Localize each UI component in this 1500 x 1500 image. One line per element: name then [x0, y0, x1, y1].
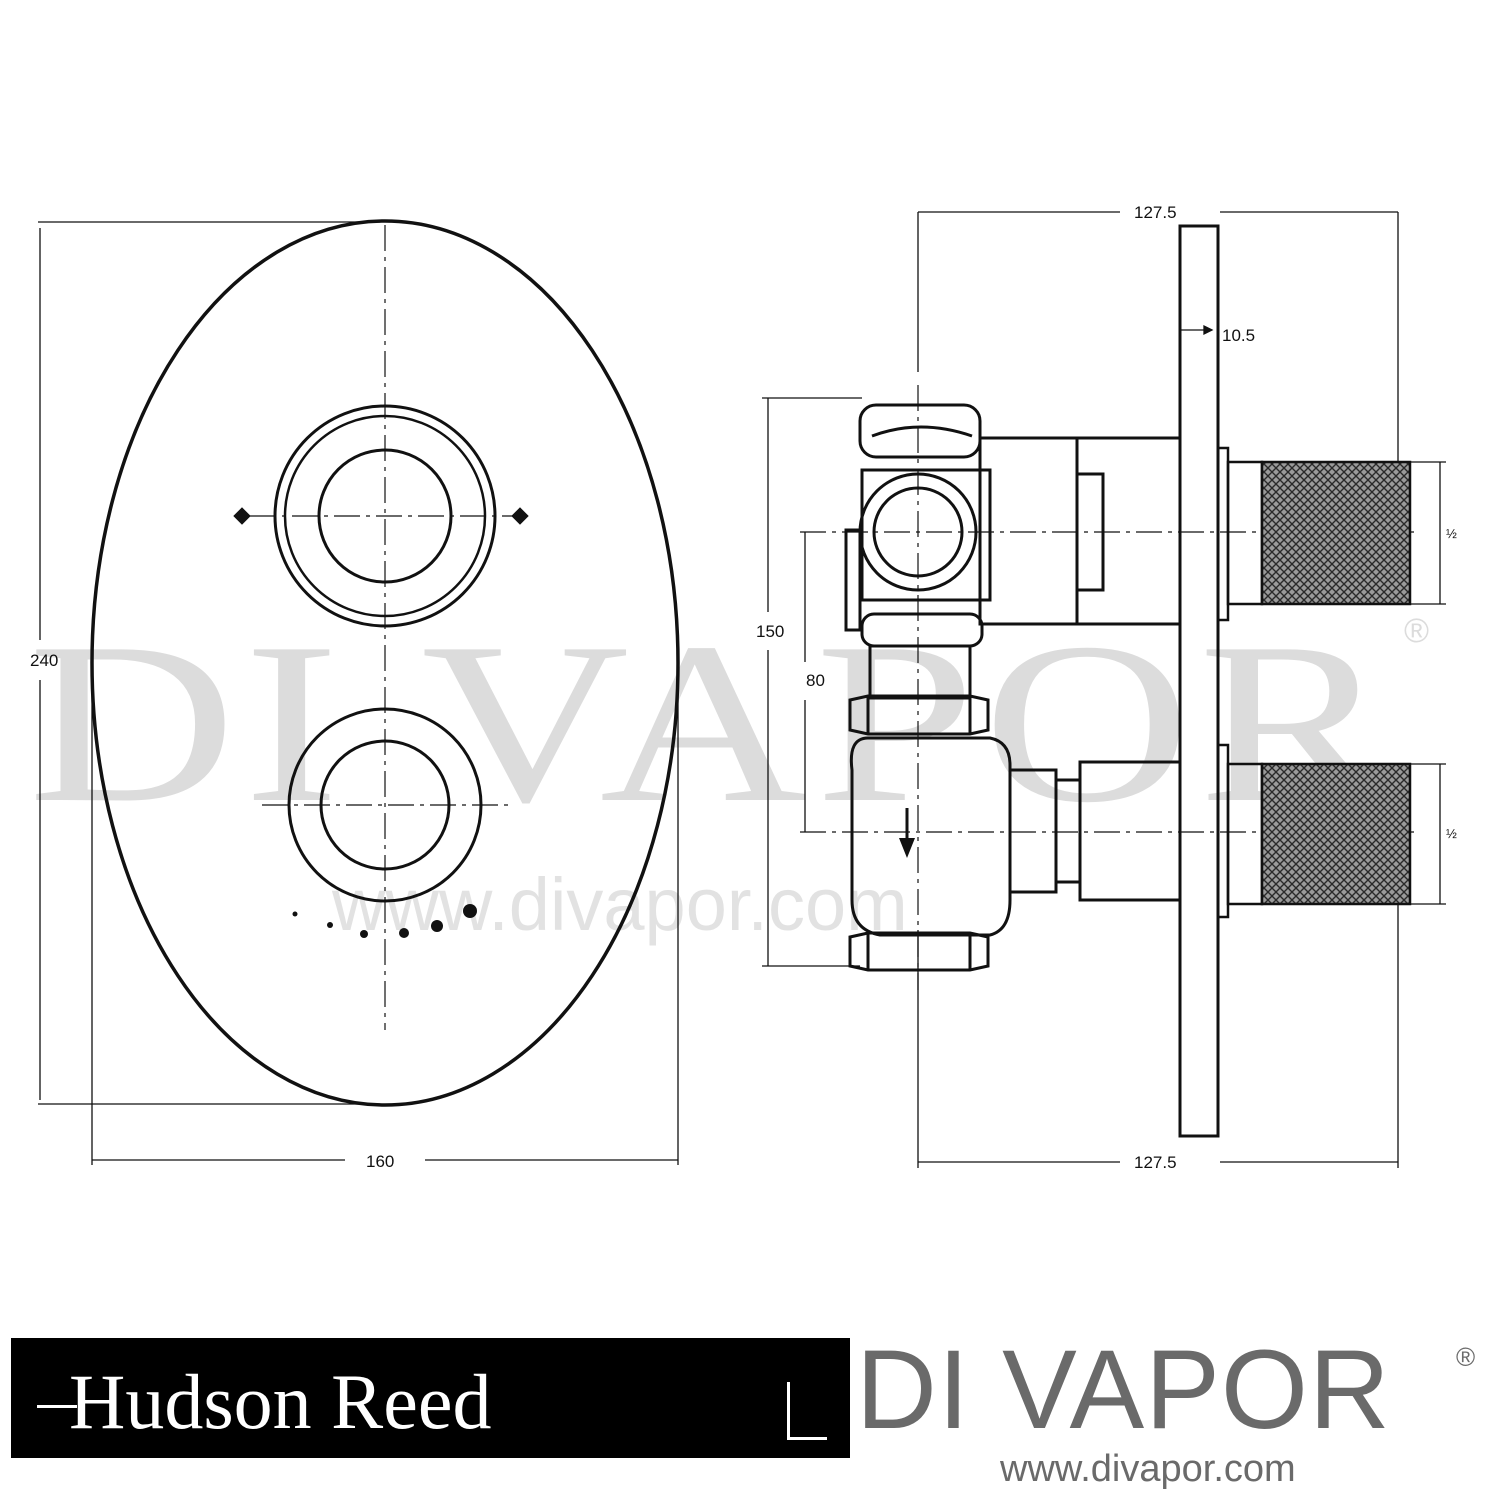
watermark: DI VAPOR ® www.divapor.com	[28, 595, 1429, 946]
outer-height-dimension	[762, 397, 862, 967]
flow-indicator-dots	[292, 904, 477, 938]
flow-arrow	[899, 808, 915, 858]
depth-bottom-label: 127.5	[1134, 1153, 1177, 1172]
di-vapor-logo: DI VAPOR	[856, 1327, 1391, 1452]
flow-control	[262, 707, 508, 903]
right-diamond-marker	[511, 507, 529, 525]
knob-dimension-bottom	[1410, 763, 1446, 905]
wall-plate	[1178, 224, 1220, 1138]
logo-left-stroke	[37, 1405, 77, 1408]
logo-right-stroke	[787, 1382, 790, 1440]
knob-dimension-top	[1410, 461, 1446, 605]
front-view: 240 160	[30, 219, 680, 1171]
watermark-brand: DI VAPOR	[28, 595, 1398, 850]
plate-thickness-label: 10.5	[1222, 326, 1255, 345]
left-diamond-marker	[233, 507, 251, 525]
lower-knob	[1216, 743, 1412, 919]
outer-height-label: 150	[756, 622, 784, 641]
valve-body	[844, 403, 1182, 972]
height-label: 240	[30, 651, 58, 670]
side-view: 127.5 127.5 10.5 150 80	[756, 203, 1457, 1172]
watermark-url: www.divapor.com	[331, 863, 908, 946]
oval-faceplate	[90, 219, 680, 1107]
knob-dim-bottom-label: ½	[1446, 826, 1457, 841]
upper-knob	[1216, 446, 1412, 622]
registered-mark: ®	[1456, 1342, 1476, 1372]
knob-dim-top-label: ½	[1446, 526, 1457, 541]
hudson-reed-wordmark: Hudson Reed	[69, 1358, 492, 1445]
width-label: 160	[366, 1152, 394, 1171]
footer: Hudson Reed DI VAPOR ® www.divapor.com	[0, 1330, 1500, 1500]
hudson-reed-logo: Hudson Reed	[11, 1338, 850, 1458]
logo-base-stroke	[787, 1437, 827, 1440]
plate-dimension	[1180, 324, 1214, 336]
lower-knurled-handle	[1260, 762, 1412, 906]
watermark-registered: ®	[1404, 612, 1429, 650]
upper-knurled-handle	[1260, 460, 1412, 606]
temperature-control	[233, 404, 529, 628]
retailer-url: www.divapor.com	[1000, 1448, 1296, 1490]
height-dimension	[38, 221, 380, 1105]
width-dimension	[91, 640, 679, 1165]
centres-label: 80	[806, 671, 825, 690]
depth-top-label: 127.5	[1134, 203, 1177, 222]
